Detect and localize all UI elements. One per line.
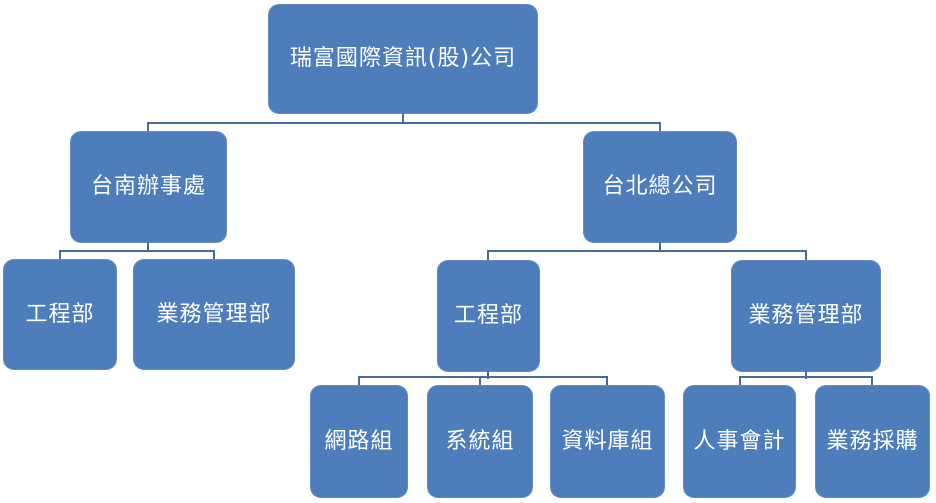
- connector-taipei-stub: [659, 242, 661, 252]
- connector-engineering-rail: [358, 376, 608, 378]
- org-node-network-team-label: 網路組: [324, 428, 394, 454]
- connector-root-drop-tainan: [147, 122, 149, 132]
- connector-taipei-rail: [487, 250, 807, 252]
- org-node-company: 瑞富國際資訊(股)公司: [268, 4, 538, 114]
- org-node-database-team-label: 資料庫組: [561, 428, 654, 454]
- org-node-hr-accounting: 人事會計: [683, 385, 796, 498]
- connector-taipei-drop-engineering: [487, 250, 489, 260]
- connector-root-drop-taipei: [659, 122, 661, 132]
- org-node-system-team: 系統組: [427, 385, 533, 498]
- connector-engineering-drop-database: [606, 376, 608, 385]
- connector-tainan-rail: [59, 250, 215, 252]
- org-node-tainan-office-label: 台南辦事處: [90, 174, 206, 200]
- org-node-database-team: 資料庫組: [550, 385, 665, 498]
- org-node-tainan-business-management-label: 業務管理部: [156, 301, 272, 327]
- org-node-tainan-business-management: 業務管理部: [133, 259, 295, 370]
- org-node-company-label: 瑞富國際資訊(股)公司: [289, 46, 517, 72]
- connector-root-stub: [402, 113, 404, 123]
- org-node-network-team: 網路組: [310, 385, 408, 498]
- org-node-taipei-hq: 台北總公司: [583, 131, 737, 243]
- connector-business-drop-hr: [739, 376, 741, 385]
- connector-engineering-stub: [487, 371, 489, 379]
- connector-engineering-drop-system: [479, 376, 481, 385]
- connector-business-stub: [805, 371, 807, 379]
- org-node-tainan-engineering-label: 工程部: [25, 301, 95, 327]
- org-node-taipei-engineering-label: 工程部: [453, 303, 523, 329]
- connector-root-rail: [147, 122, 661, 124]
- org-node-taipei-business-management-label: 業務管理部: [748, 303, 864, 329]
- org-node-tainan-engineering: 工程部: [3, 259, 117, 370]
- org-node-system-team-label: 系統組: [445, 428, 515, 454]
- connector-taipei-drop-business: [805, 250, 807, 260]
- org-node-taipei-hq-label: 台北總公司: [602, 174, 718, 200]
- connector-tainan-drop-business: [213, 250, 215, 259]
- connector-tainan-stub: [147, 242, 149, 252]
- org-node-business-procurement-label: 業務採購: [826, 428, 919, 454]
- org-node-hr-accounting-label: 人事會計: [693, 428, 786, 454]
- connector-tainan-drop-engineering: [59, 250, 61, 259]
- connector-business-drop-procurement: [871, 376, 873, 385]
- org-node-taipei-business-management: 業務管理部: [731, 260, 881, 372]
- connector-engineering-drop-network: [358, 376, 360, 385]
- connector-business-rail: [739, 376, 873, 378]
- org-node-tainan-office: 台南辦事處: [70, 131, 227, 243]
- org-node-business-procurement: 業務採購: [815, 385, 930, 498]
- org-node-taipei-engineering: 工程部: [437, 260, 540, 372]
